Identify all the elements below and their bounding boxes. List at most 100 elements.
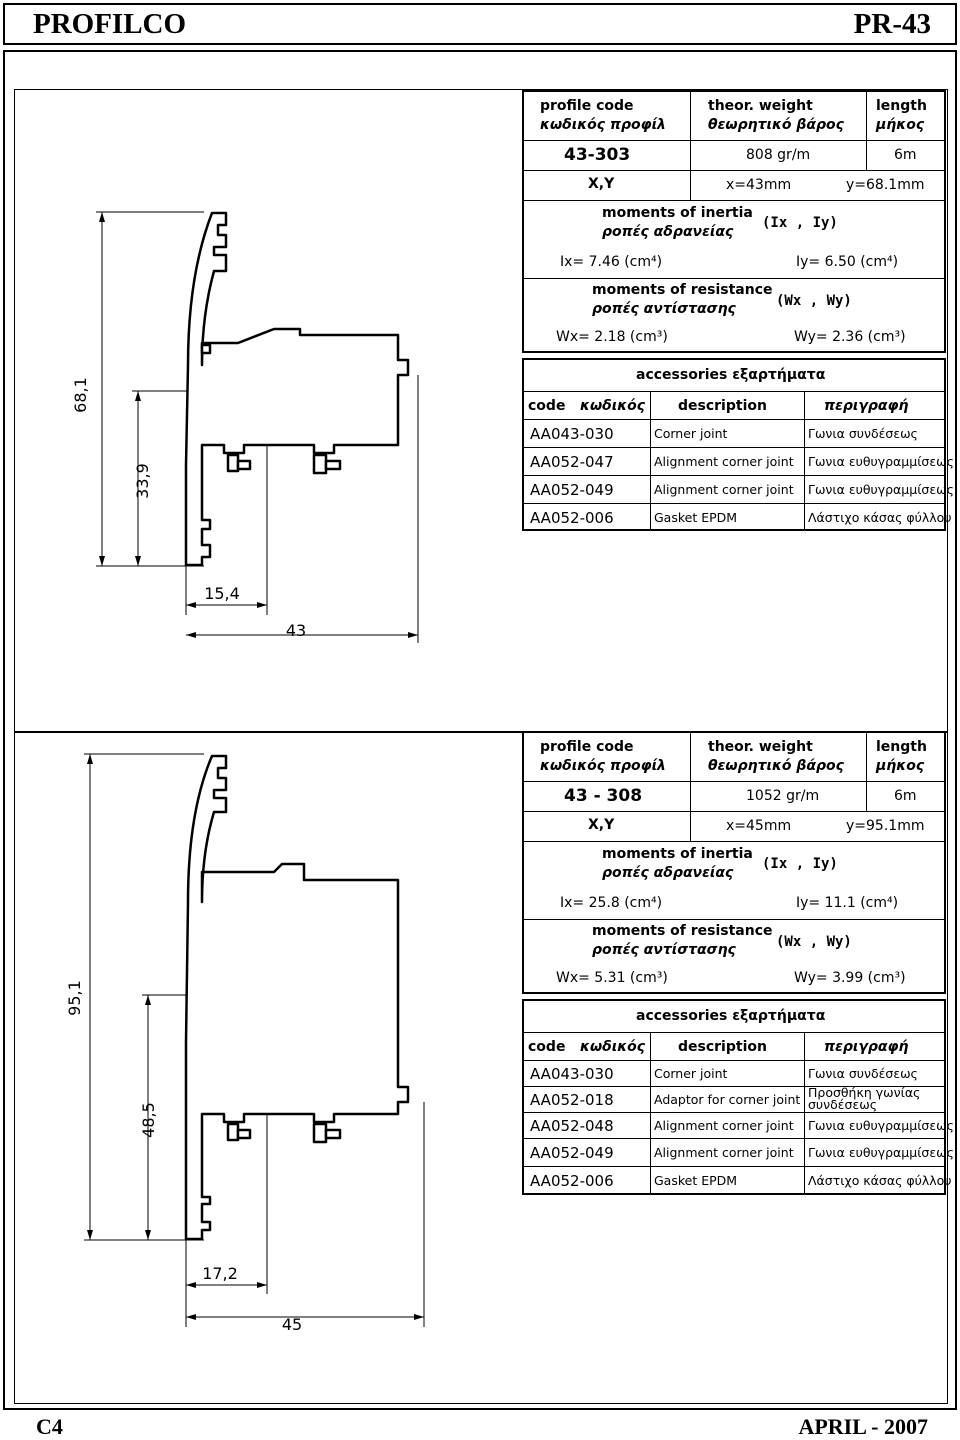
resistance-wx: Wx= 2.18 (cm³) [556, 329, 668, 345]
profile-1-accessories-table: accessories εξαρτήματα code κωδικός desc… [522, 358, 954, 531]
inertia-symbol: (Ix , Iy) [762, 856, 838, 872]
length-header-gr: μήκος [876, 117, 925, 133]
section-divider [14, 731, 948, 733]
resistance-wx: Wx= 5.31 (cm³) [556, 970, 668, 986]
acc-code-header: code [528, 398, 566, 414]
accessory-row: AA052-006 Gasket EPDM Λάστιχο κάσας φύλλ… [524, 1167, 952, 1195]
centroid-x: x=43mm [726, 177, 792, 193]
inertia-ix: Ix= 7.46 (cm⁴) [560, 254, 663, 270]
accessories-title: accessories εξαρτήματα [636, 1008, 826, 1024]
profile-code: 43 - 308 [564, 786, 643, 806]
accessory-row: AA052-049 Alignment corner joint Γωνια ε… [524, 476, 954, 504]
profile-2-spec-panel: profile code κωδικός προφίλ theor. weigh… [522, 731, 946, 994]
profile-weight: 808 gr/m [746, 147, 811, 163]
dim-height-label-2: 95,1 [65, 980, 84, 1016]
inertia-label-gr: ροπές αδρανείας [602, 224, 734, 240]
acc-code-header-gr: κωδικός [580, 398, 646, 414]
profile-1-spec-panel: profile code κωδικός προφίλ theor. weigh… [522, 90, 946, 353]
accessory-code: AA052-047 [530, 453, 614, 471]
resistance-label: moments of resistance [592, 282, 773, 298]
resistance-label: moments of resistance [592, 923, 773, 939]
acc-desc-header: description [678, 398, 767, 414]
accessory-code: AA043-030 [530, 1065, 614, 1083]
accessory-desc-gr: Γωνια συνδέσεως [808, 426, 918, 441]
accessory-code: AA043-030 [530, 425, 614, 443]
accessory-desc: Gasket EPDM [654, 510, 738, 525]
dim-width-label-2: 45 [282, 1315, 302, 1334]
accessory-desc: Corner joint [654, 1066, 728, 1081]
resistance-label-gr: ροπές αντίστασης [592, 301, 736, 317]
inertia-iy: Iy= 11.1 (cm⁴) [796, 895, 899, 911]
profile-code-header-gr: κωδικός προφίλ [540, 117, 666, 133]
weight-header-gr: θεωρητικό βάρος [708, 758, 844, 774]
centroid-y: y=68.1mm [846, 177, 925, 193]
profile-2-drawing: 95,1 48,5 17,2 45 [65, 753, 425, 1334]
acc-code-header-gr: κωδικός [580, 1039, 646, 1055]
accessory-code: AA052-006 [530, 509, 614, 527]
profile-2-section [184, 754, 410, 1241]
accessory-desc-gr: Γωνια ευθυγραμμίσεως [808, 1118, 954, 1133]
profile-length: 6m [894, 788, 917, 804]
accessory-desc-gr: Γωνια ευθυγραμμίσεως [808, 454, 954, 469]
accessories-title: accessories εξαρτήματα [636, 367, 826, 383]
centroid-y: y=95.1mm [846, 818, 925, 834]
page-frame [3, 50, 957, 1410]
accessory-desc-gr: Λάστιχο κάσας φύλλου [808, 510, 952, 525]
accessory-code: AA052-018 [530, 1091, 614, 1109]
acc-code-header: code [528, 1039, 566, 1055]
centroid-x: x=45mm [726, 818, 792, 834]
profile-2-accessories-table: accessories εξαρτήματα code κωδικός desc… [522, 999, 954, 1195]
accessory-desc: Gasket EPDM [654, 1173, 738, 1188]
dim-inner-height-label-2: 48,5 [139, 1102, 158, 1138]
accessory-desc-gr: Προσθήκη γωνίας συνδέσεως [808, 1085, 921, 1112]
length-header: length [876, 98, 927, 114]
accessory-desc-gr: Λάστιχο κάσας φύλλου [808, 1173, 952, 1188]
resistance-symbol: (Wx , Wy) [776, 293, 852, 309]
profile-code-header: profile code [540, 739, 634, 755]
acc-desc-header-gr: περιγραφή [824, 398, 909, 414]
accessory-row: AA052-047 Alignment corner joint Γωνια ε… [524, 448, 954, 476]
acc-desc-header: description [678, 1039, 767, 1055]
accessory-desc-gr: Γωνια ευθυγραμμίσεως [808, 482, 954, 497]
accessory-code: AA052-049 [530, 1144, 614, 1162]
resistance-wy: Wy= 2.36 (cm³) [794, 329, 906, 345]
accessory-desc: Alignment corner joint [654, 482, 794, 497]
document-code: PR-43 [853, 8, 931, 40]
accessory-row: AA052-006 Gasket EPDM Λάστιχο κάσας φύλλ… [524, 504, 952, 531]
profile-code-header: profile code [540, 98, 634, 114]
accessory-row: AA052-049 Alignment corner joint Γωνια ε… [524, 1139, 954, 1167]
accessory-row: AA052-048 Alignment corner joint Γωνια ε… [524, 1113, 954, 1139]
page-number: C4 [36, 1414, 63, 1439]
dim-inner-width-label-1: 15,4 [204, 584, 240, 603]
accessory-desc-gr: Γωνια συνδέσεως [808, 1066, 918, 1081]
profile-1-drawing: 68,1 33,9 15,4 43 [71, 211, 419, 643]
length-header-gr: μήκος [876, 758, 925, 774]
inertia-label-gr: ροπές αδρανείας [602, 865, 734, 881]
accessory-code: AA052-049 [530, 481, 614, 499]
accessory-code: AA052-006 [530, 1172, 614, 1190]
accessory-desc: Alignment corner joint [654, 454, 794, 469]
profile-code-header-gr: κωδικός προφίλ [540, 758, 666, 774]
xy-label: X,Y [588, 817, 615, 833]
profile-length: 6m [894, 147, 917, 163]
dim-height-label-1: 68,1 [71, 377, 90, 413]
inertia-label: moments of inertia [602, 205, 753, 221]
profile-1-section [184, 211, 410, 567]
accessory-code: AA052-048 [530, 1117, 614, 1135]
accessory-desc-gr: Γωνια ευθυγραμμίσεως [808, 1145, 954, 1160]
accessory-row: AA052-018 Adaptor for corner joint Προσθ… [524, 1085, 944, 1113]
weight-header-gr: θεωρητικό βάρος [708, 117, 844, 133]
resistance-wy: Wy= 3.99 (cm³) [794, 970, 906, 986]
dim-inner-height-label-1: 33,9 [133, 463, 152, 499]
acc-desc-header-gr: περιγραφή [824, 1039, 909, 1055]
xy-label: X,Y [588, 176, 615, 192]
inertia-symbol: (Ix , Iy) [762, 215, 838, 231]
length-header: length [876, 739, 927, 755]
revision-date: APRIL - 2007 [798, 1414, 928, 1439]
weight-header: theor. weight [708, 98, 813, 114]
drawing-area [14, 89, 948, 1404]
accessory-desc: Adaptor for corner joint [654, 1092, 801, 1107]
resistance-symbol: (Wx , Wy) [776, 934, 852, 950]
inertia-label: moments of inertia [602, 846, 753, 862]
page-header: PROFILCO PR-43 [3, 3, 957, 45]
